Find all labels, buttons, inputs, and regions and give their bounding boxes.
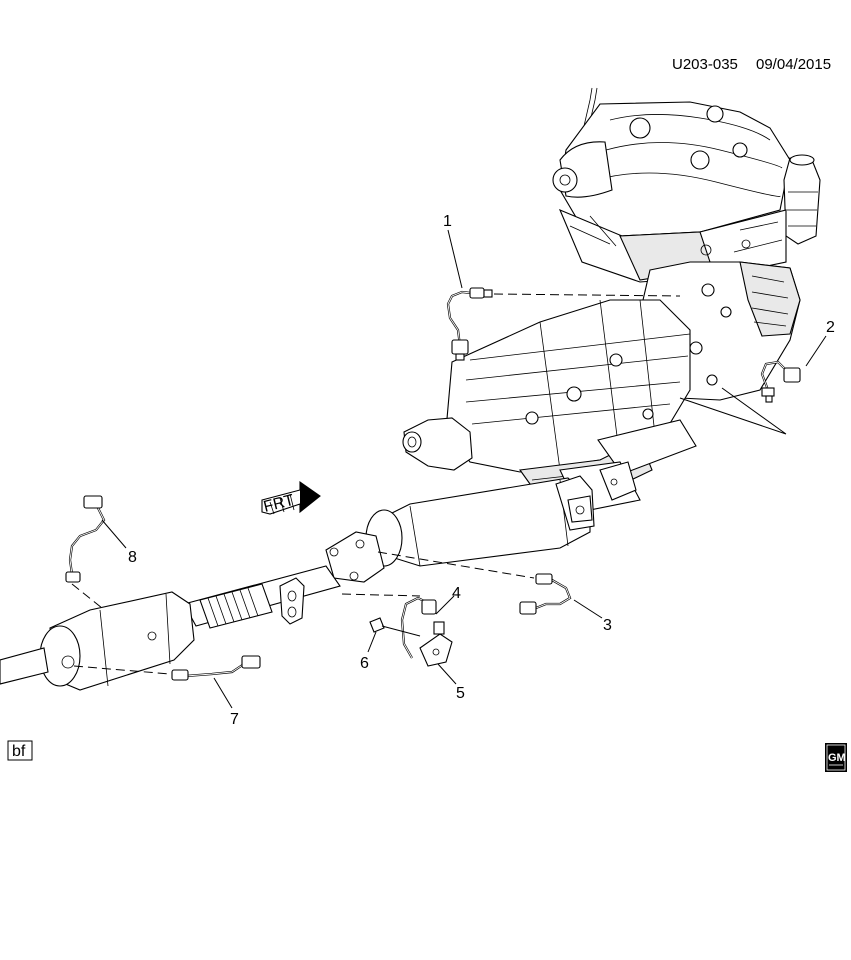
callout-7: 7 bbox=[230, 711, 239, 728]
footer-tag: bf bbox=[12, 743, 26, 760]
callout-2-leader bbox=[805, 335, 827, 367]
callout-4-leader bbox=[435, 595, 455, 615]
sensor-1 bbox=[446, 287, 493, 361]
sensor-4-leader bbox=[341, 593, 421, 597]
transmission-assembly bbox=[402, 261, 801, 499]
front-label: FRT bbox=[262, 492, 296, 516]
sensor-8-leader bbox=[71, 583, 103, 609]
callout-7-leader bbox=[213, 677, 233, 709]
sensor-3 bbox=[519, 573, 572, 615]
bolt-6 bbox=[369, 617, 421, 637]
callout-1: 1 bbox=[443, 213, 452, 230]
illustration-date: 09/04/2015 bbox=[756, 56, 831, 73]
engine-assembly bbox=[552, 87, 821, 283]
callout-4: 4 bbox=[452, 585, 461, 602]
front-direction-arrow: FRT bbox=[261, 480, 321, 516]
gm-logo: GM bbox=[825, 743, 847, 772]
callout-6-leader bbox=[367, 631, 377, 653]
catalytic-converter-assembly bbox=[325, 419, 697, 583]
sensor-1-leader bbox=[493, 293, 681, 297]
gm-logo-text: GM bbox=[828, 752, 846, 764]
callout-8-leader bbox=[101, 519, 127, 549]
callout-6: 6 bbox=[360, 655, 369, 672]
callout-8: 8 bbox=[128, 549, 137, 566]
sensor-8 bbox=[65, 495, 106, 583]
bracket-5 bbox=[419, 633, 453, 667]
sensor-2 bbox=[760, 360, 801, 403]
sensor-2-location-leader bbox=[679, 387, 787, 435]
sensor-4 bbox=[400, 596, 445, 659]
callout-3-leader bbox=[573, 599, 603, 619]
callout-5: 5 bbox=[456, 685, 465, 702]
sensor-7-leader bbox=[73, 665, 171, 675]
callout-5-leader bbox=[437, 663, 457, 685]
illustration-code: U203-035 bbox=[672, 56, 738, 73]
footer-tag-box bbox=[7, 740, 33, 761]
muffler-assembly bbox=[0, 565, 341, 691]
callout-2: 2 bbox=[826, 319, 835, 336]
sensor-7 bbox=[171, 655, 261, 681]
callout-1-leader bbox=[447, 229, 463, 289]
callout-3: 3 bbox=[603, 617, 612, 634]
sensor-3-leader bbox=[377, 551, 535, 579]
